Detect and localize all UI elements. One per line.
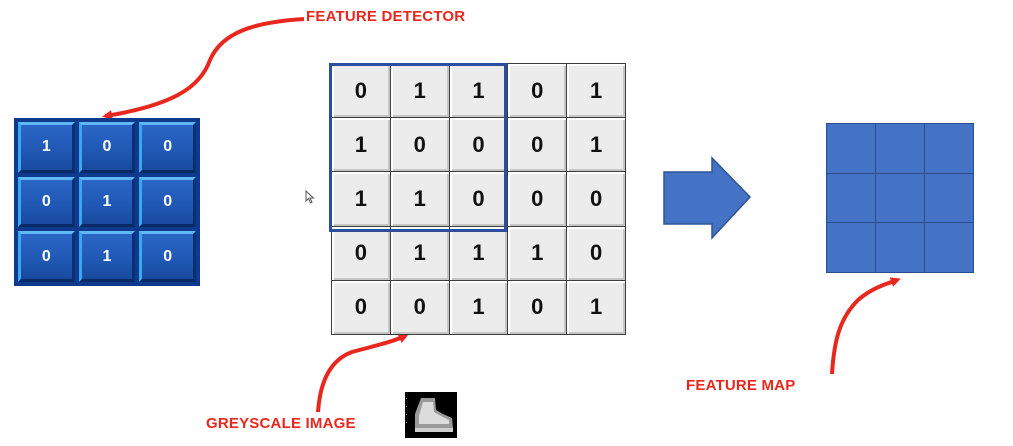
detector-cell: 0 [18,231,75,282]
feature-map-cell [827,173,875,223]
image-cell: 0 [567,226,625,280]
feature-map-grid [826,123,974,273]
feature-map-cell [876,223,924,272]
image-cell: 1 [508,226,567,280]
image-cell: 0 [567,172,625,226]
detector-cell: 1 [18,122,75,173]
image-cell: 0 [332,64,390,118]
image-cell: 0 [390,280,449,334]
image-cell: 0 [508,172,567,226]
greyscale-connector-curve [316,333,409,413]
feature-map-cell [827,223,875,272]
image-cell: 0 [332,280,390,334]
mouse-pointer-icon [305,190,315,204]
image-cell: 0 [332,226,390,280]
greyscale-image-label: GREYSCALE IMAGE [206,415,356,432]
detector-cell: 0 [139,122,196,173]
feature-map-label: FEATURE MAP [686,377,796,394]
feature-map-cell [925,173,973,223]
image-cell: 1 [390,172,449,226]
image-cell: 1 [567,118,625,172]
image-cell: 1 [567,280,625,334]
image-cell: 1 [390,226,449,280]
image-cell: 0 [449,118,508,172]
image-cell: 0 [508,280,567,334]
featuremap-connector-curve [830,277,901,375]
feature-map-cell [925,223,973,272]
image-cell: 0 [390,118,449,172]
detector-cell: 0 [139,176,196,228]
image-cell: 0 [449,172,508,226]
feature-detector-grid: 1 0 0 0 1 0 0 1 0 [14,118,200,286]
image-cell: 1 [449,280,508,334]
feature-map-cell [827,124,875,173]
image-cell: 0 [508,64,567,118]
image-cell: 0 [508,118,567,172]
feature-map-cell [876,173,924,223]
image-cell: 1 [390,64,449,118]
detector-connector-curve [102,17,305,120]
feature-map-cell [876,124,924,173]
image-cell: 1 [332,172,390,226]
greyscale-image-grid: 0 1 1 0 1 1 0 0 0 1 1 1 0 0 0 0 1 1 1 0 … [331,63,626,335]
feature-detector-label: FEATURE DETECTOR [306,8,466,25]
image-cell: 1 [449,64,508,118]
boot-thumbnail-icon [405,392,457,438]
detector-cell: 0 [18,176,75,228]
feature-map-cell [925,124,973,173]
image-cell: 1 [332,118,390,172]
image-cell: 1 [449,226,508,280]
detector-cell: 1 [78,231,136,282]
detector-cell: 0 [78,122,136,173]
image-cell: 1 [567,64,625,118]
right-arrow-icon [663,156,752,240]
detector-cell: 1 [78,176,136,228]
detector-cell: 0 [139,231,196,282]
